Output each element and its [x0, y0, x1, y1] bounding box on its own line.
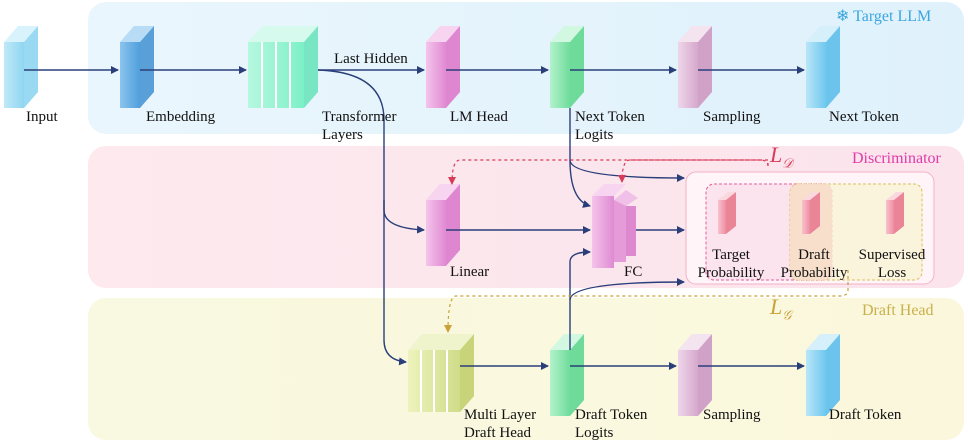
fc-block: [592, 184, 638, 268]
sampling-bottom-label: Sampling: [703, 407, 761, 423]
transformer-layers-label: Transformer Layers: [322, 108, 396, 144]
target-probability-label: Target Probability: [691, 246, 771, 282]
next-token-label: Next Token: [829, 109, 899, 125]
embedding-label: Embedding: [146, 109, 216, 125]
next-token-logits-label-line2: Logits: [575, 127, 614, 143]
transformer-layers-label-line1: Transformer: [322, 109, 397, 125]
target-probability-label-line2: Probability: [697, 265, 765, 281]
next-token-logits-block: [550, 26, 584, 108]
generator-loss-symbol: L: [770, 294, 783, 319]
supervised-loss-label-line1: Supervised: [858, 247, 926, 263]
discriminator-loss-arrow: [448, 159, 769, 185]
linear-block: [426, 184, 460, 266]
multi-layer-draft-head-block: [408, 334, 474, 412]
target-llm-title-text: Target LLM: [853, 8, 932, 25]
lm-head-block: [426, 26, 460, 108]
sampling-bottom-block: [678, 334, 712, 416]
last-hidden-label: Last Hidden: [334, 51, 408, 67]
target-probability-slab: [718, 192, 736, 234]
multi-layer-draft-head-label-line2: Draft Head: [464, 425, 532, 441]
discriminator-title: Discriminator: [852, 150, 941, 167]
transformer-layers-block: [248, 26, 318, 108]
linear-label: Linear: [450, 264, 490, 280]
discriminator-loss-symbol: L: [770, 142, 783, 167]
discriminator-loss-arrow-fc: [618, 159, 769, 183]
draft-token-logits-label-line2: Logits: [575, 425, 614, 441]
draft-token-logits-block: [550, 334, 584, 416]
target-probability-label-line1: Target: [712, 247, 750, 263]
sampling-top-label: Sampling: [703, 109, 761, 125]
lm-head-label: LM Head: [450, 109, 508, 125]
draft-probability-label-line2: Probability: [780, 265, 848, 281]
draft-token-logits-label: Draft Token Logits: [575, 406, 647, 442]
draft-probability-slab: [802, 192, 820, 234]
input-block: [4, 26, 38, 108]
solid-arrows: [24, 66, 805, 370]
multi-layer-draft-head-label: Multi Layer Draft Head: [464, 406, 536, 442]
discriminator-loss-subscript: 𝒟: [782, 155, 793, 171]
generator-loss-subscript: 𝒢: [782, 307, 792, 323]
snowflake-icon: ❄: [836, 8, 850, 25]
embedding-block: [120, 26, 154, 108]
multi-layer-draft-head-label-line1: Multi Layer: [464, 407, 537, 423]
target-llm-title: ❄ Target LLM: [836, 6, 931, 26]
supervised-loss-label-line2: Loss: [877, 265, 907, 281]
generator-loss-label: L𝒢: [770, 296, 792, 324]
draft-head-title: Draft Head: [862, 302, 934, 319]
input-label: Input: [26, 109, 58, 125]
supervised-loss-slab: [886, 192, 904, 234]
sampling-top-block: [678, 26, 712, 108]
fc-label: FC: [624, 264, 643, 280]
draft-probability-label: Draft Probability: [774, 246, 854, 282]
next-token-logits-label: Next Token Logits: [575, 108, 645, 144]
next-token-block: [806, 26, 840, 108]
draft-probability-label-line1: Draft: [798, 247, 830, 263]
generator-loss-arrow: [444, 270, 849, 333]
draft-token-logits-label-line1: Draft Token: [575, 407, 648, 423]
next-token-logits-label-line1: Next Token: [575, 109, 645, 125]
discriminator-loss-label: L𝒟: [770, 144, 793, 172]
draft-token-block: [806, 334, 840, 416]
draft-token-label: Draft Token: [829, 407, 902, 423]
transformer-layers-label-line2: Layers: [322, 127, 363, 143]
supervised-loss-label: Supervised Loss: [852, 246, 932, 282]
